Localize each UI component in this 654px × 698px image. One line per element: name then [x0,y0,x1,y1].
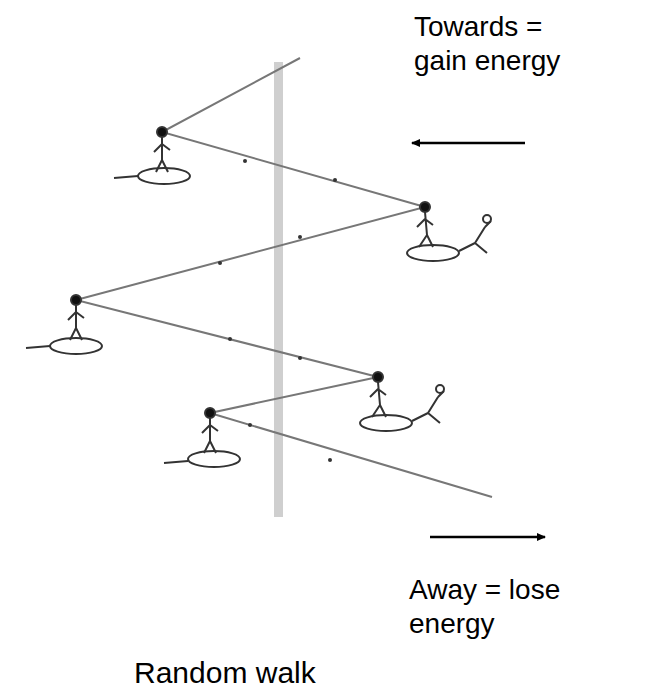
annotation-label: Away = lose energy [409,573,584,640]
caption: Random walk [134,655,316,691]
towards-arrow [412,142,525,145]
away-arrow [430,536,545,539]
walk-path [76,58,492,497]
surfer-figures [26,127,491,467]
annotation-label: Towards = gain energy [414,10,589,77]
path-ticks [218,159,337,462]
boundary-bar [274,62,283,517]
